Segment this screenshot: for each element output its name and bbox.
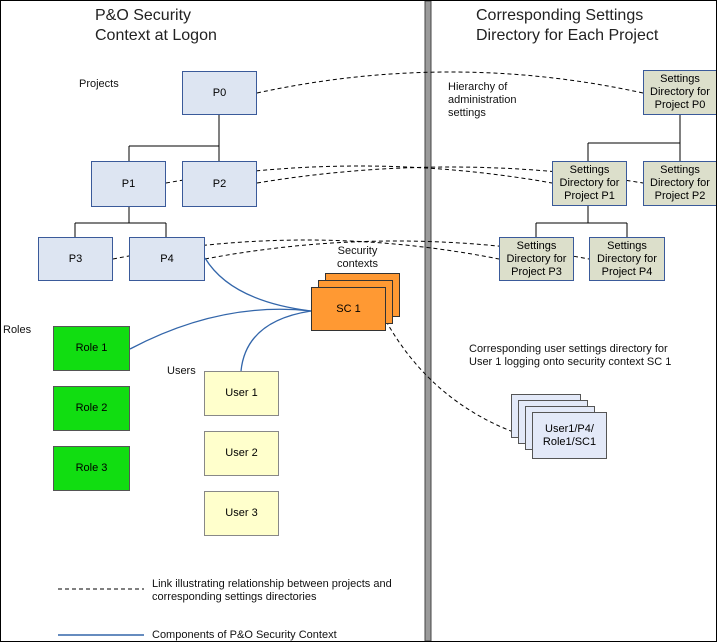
project-box-p4: P4 <box>129 237 205 281</box>
settings-tree-lines <box>535 115 681 237</box>
project-box-p3: P3 <box>38 237 113 281</box>
role-box-2: Role 2 <box>53 386 130 431</box>
project-box-p2: P2 <box>182 161 257 207</box>
hierarchy-label: Hierarchy of administration settings <box>448 81 517 119</box>
settings-dir-p0: Settings Directory for Project P0 <box>643 70 716 115</box>
security-context-sc1: SC 1 <box>311 287 386 331</box>
center-divider <box>424 1 432 641</box>
project-tree-lines <box>74 115 220 237</box>
user-box-3: User 3 <box>204 491 279 536</box>
solid-links <box>129 257 312 372</box>
right-heading: Corresponding Settings Directory for Eac… <box>476 7 659 44</box>
dashed-link-p4 <box>204 240 590 260</box>
role-box-1: Role 1 <box>53 326 130 371</box>
dashed-link-sc1 <box>385 320 517 434</box>
legend-dashed-text: Link illustrating relationship between p… <box>152 578 392 603</box>
user-box-1: User 1 <box>204 371 279 416</box>
project-box-p0: P0 <box>182 71 257 115</box>
dashed-link-p2 <box>256 166 644 184</box>
solid-link-p4 <box>204 257 312 312</box>
security-contexts-label: Security contexts <box>337 245 378 270</box>
user-box-2: User 2 <box>204 431 279 476</box>
settings-dir-p3: Settings Directory for Project P3 <box>499 237 574 281</box>
left-heading: P&O Security Context at Logon <box>95 7 217 44</box>
solid-link-user1 <box>240 310 312 372</box>
settings-dir-p2: Settings Directory for Project P2 <box>643 161 716 206</box>
role-box-3: Role 3 <box>53 446 130 491</box>
settings-dir-p4: Settings Directory for Project P4 <box>589 237 665 281</box>
project-box-p1: P1 <box>91 161 166 207</box>
user-settings-dir-user1: User1/P4/ Role1/SC1 <box>532 412 607 459</box>
settings-dir-p1: Settings Directory for Project P1 <box>552 161 627 206</box>
user-settings-note: Corresponding user settings directory fo… <box>469 343 672 368</box>
roles-label: Roles <box>3 324 32 336</box>
dashed-link-p0 <box>256 71 644 94</box>
legend-solid-text: Components of P&O Security Context <box>152 629 337 641</box>
projects-label: Projects <box>79 78 119 90</box>
users-label: Users <box>167 365 196 377</box>
solid-link-role1 <box>129 308 312 350</box>
